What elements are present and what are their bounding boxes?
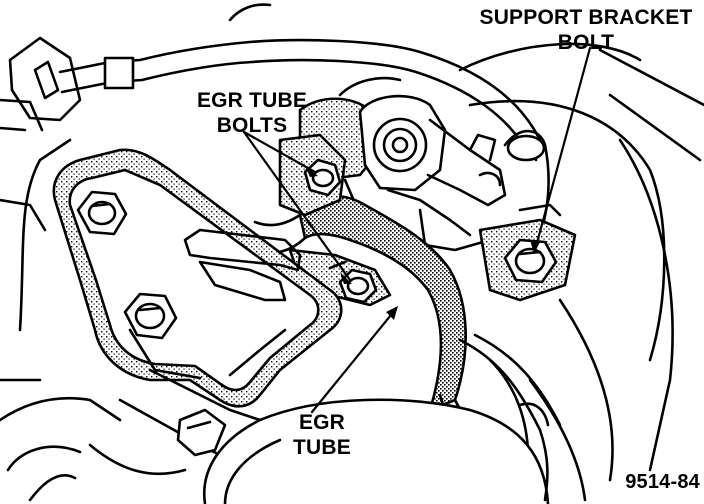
label-egr-tube-bolts-line1: EGR TUBE bbox=[196, 89, 308, 112]
wiring-loom bbox=[458, 333, 562, 502]
bracket-bolt-upper bbox=[76, 190, 128, 236]
figure-id: 9514-84 bbox=[625, 471, 700, 493]
leader-egr-tube-bolts-lower bbox=[242, 130, 352, 282]
support-bracket-bolt bbox=[478, 203, 577, 302]
label-support-bracket-bolt: SUPPORT BRACKET BOLT bbox=[470, 5, 702, 55]
label-egr-tube-line1: EGR bbox=[298, 411, 346, 434]
label-egr-tube-bolts: EGR TUBE BOLTS bbox=[172, 88, 332, 138]
engine-casting bbox=[0, 3, 704, 502]
label-egr-tube: EGR TUBE bbox=[262, 410, 382, 460]
bracket-bolt-lower bbox=[123, 292, 178, 340]
leader-egr-tube bbox=[310, 308, 397, 414]
leader-support-bracket-bolt bbox=[533, 46, 592, 252]
egr-tube-bolt-upper bbox=[303, 158, 342, 197]
oil-filter bbox=[176, 398, 550, 504]
label-support-bracket-bolt-line2: BOLT bbox=[557, 31, 615, 54]
egr-valve-body bbox=[298, 94, 507, 252]
label-support-bracket-bolt-line1: SUPPORT BRACKET bbox=[479, 6, 693, 29]
label-egr-tube-bolts-line2: BOLTS bbox=[216, 114, 288, 137]
vacuum-hose bbox=[503, 129, 550, 237]
label-egr-tube-line2: TUBE bbox=[293, 436, 351, 459]
sensor-harness bbox=[0, 36, 542, 152]
leader-egr-tube-bolts-upper bbox=[242, 130, 317, 174]
leader-lines bbox=[242, 46, 592, 414]
